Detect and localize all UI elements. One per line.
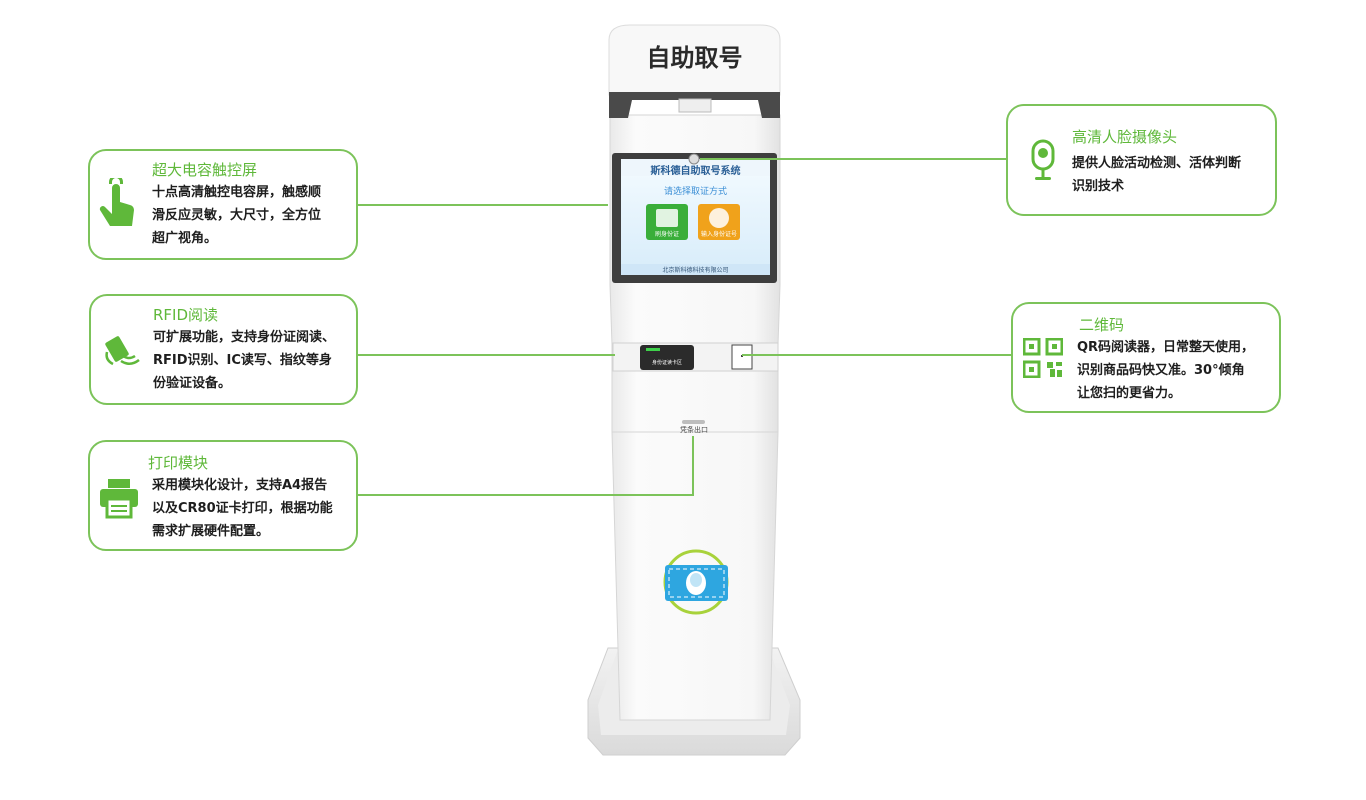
feature-description: 十点高清触控电容屏，触感顺 滑反应灵敏，大尺寸，全方位 超广视角。 bbox=[152, 185, 322, 246]
feature-title: 超大电容触控屏 bbox=[152, 161, 258, 179]
camera-icon bbox=[1031, 139, 1055, 180]
kiosk-receipt-slot bbox=[682, 420, 705, 424]
feature-card-printer: 打印模块 采用模块化设计，支持A4报告 以及CR80证卡打印，根据功能 需求扩展… bbox=[88, 440, 358, 551]
kiosk-face-badge bbox=[663, 549, 729, 615]
kiosk-reader-panel bbox=[612, 342, 779, 372]
connector-printer-v bbox=[692, 436, 694, 496]
touch-hand-icon bbox=[99, 178, 135, 226]
feature-description: QR码阅读器，日常整天使用， 识别商品码快又准。30°倾角 让您扫的更省力。 bbox=[1077, 340, 1255, 401]
kiosk-screen-option-idcard: 刷身份证 bbox=[654, 231, 679, 238]
feature-description: 可扩展功能，支持身份证阅读、 RFID识别、IC读写、指纹等身 份验证设备。 bbox=[153, 330, 336, 391]
feature-card-camera: 高清人脸摄像头 提供人脸活动检测、活体判断 识别技术 bbox=[1006, 104, 1277, 216]
feature-card-rfid: RFID阅读 可扩展功能，支持身份证阅读、 RFID识别、IC读写、指纹等身 份… bbox=[89, 294, 358, 405]
connector-qrcode bbox=[742, 354, 1012, 356]
feature-title: 二维码 bbox=[1079, 316, 1125, 334]
kiosk-screen-title: 斯科德自助取号系统 bbox=[650, 166, 741, 177]
connector-camera bbox=[700, 158, 1008, 160]
connector-rfid bbox=[357, 354, 615, 356]
connector-touchscreen bbox=[357, 204, 608, 206]
feature-card-touchscreen: 超大电容触控屏 十点高清触控电容屏，触感顺 滑反应灵敏，大尺寸，全方位 超广视角… bbox=[88, 149, 358, 260]
feature-description: 提供人脸活动检测、活体判断 识别技术 bbox=[1072, 156, 1242, 194]
kiosk-header bbox=[608, 24, 781, 118]
kiosk-header-title: 自助取号 bbox=[646, 44, 743, 72]
kiosk-slot-label: 凭条出口 bbox=[680, 426, 708, 434]
printer-icon bbox=[100, 479, 138, 519]
kiosk-screen-footer: 北京斯科德科技有限公司 bbox=[662, 267, 729, 274]
feature-title: RFID阅读 bbox=[153, 306, 219, 324]
feature-description: 采用模块化设计，支持A4报告 以及CR80证卡打印，根据功能 需求扩展硬件配置。 bbox=[152, 478, 333, 539]
kiosk-screen-option-idnumber: 输入身份证号 bbox=[700, 231, 737, 238]
kiosk-reader-label: 身份证读卡区 bbox=[651, 360, 682, 366]
rfid-card-icon bbox=[105, 336, 140, 366]
kiosk-screen bbox=[612, 153, 777, 283]
kiosk-screen-prompt: 请选择取证方式 bbox=[663, 187, 727, 197]
feature-card-qrcode: 二维码 QR码阅读器，日常整天使用， 识别商品码快又准。30°倾角 让您扫的更省… bbox=[1011, 302, 1281, 413]
qr-code-icon bbox=[1023, 338, 1063, 378]
feature-title: 打印模块 bbox=[148, 454, 209, 472]
feature-title: 高清人脸摄像头 bbox=[1072, 128, 1178, 146]
connector-printer-h bbox=[357, 494, 694, 496]
